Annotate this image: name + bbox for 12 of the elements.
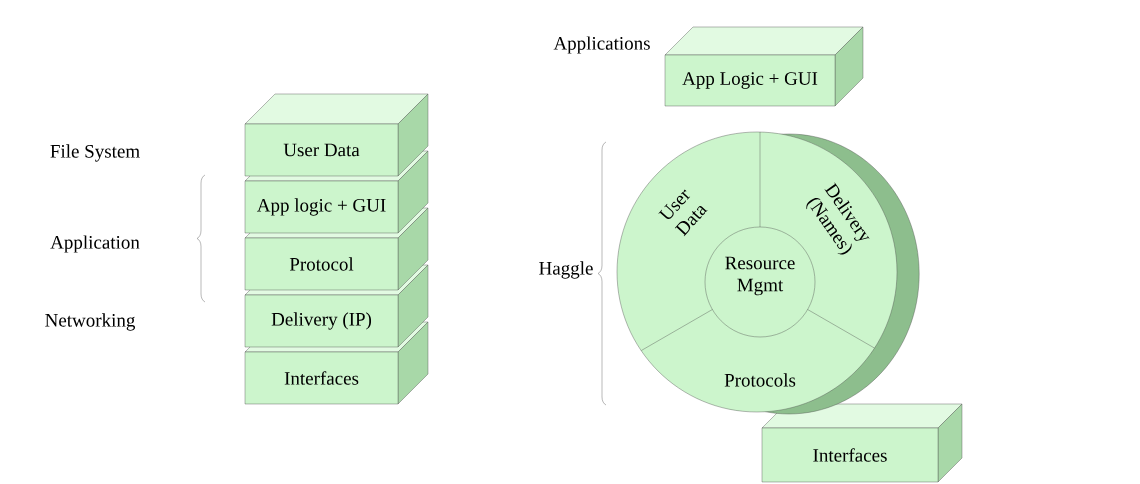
block-box: Interfaces (761, 403, 963, 483)
layer-label: Haggle (539, 261, 593, 279)
layer-label: Applications (553, 36, 650, 54)
layer-label: Networking (45, 313, 135, 331)
layer-label: Application (50, 235, 140, 253)
sector-label: Resource Mgmt (725, 256, 795, 296)
block-box: App Logic + GUI (664, 26, 864, 107)
layer-label: File System (50, 144, 140, 162)
block-box: User Data (244, 93, 429, 177)
disc-drawing (616, 131, 920, 415)
sector-label: Protocols (724, 373, 796, 387)
sector-label: User Data (658, 189, 708, 237)
